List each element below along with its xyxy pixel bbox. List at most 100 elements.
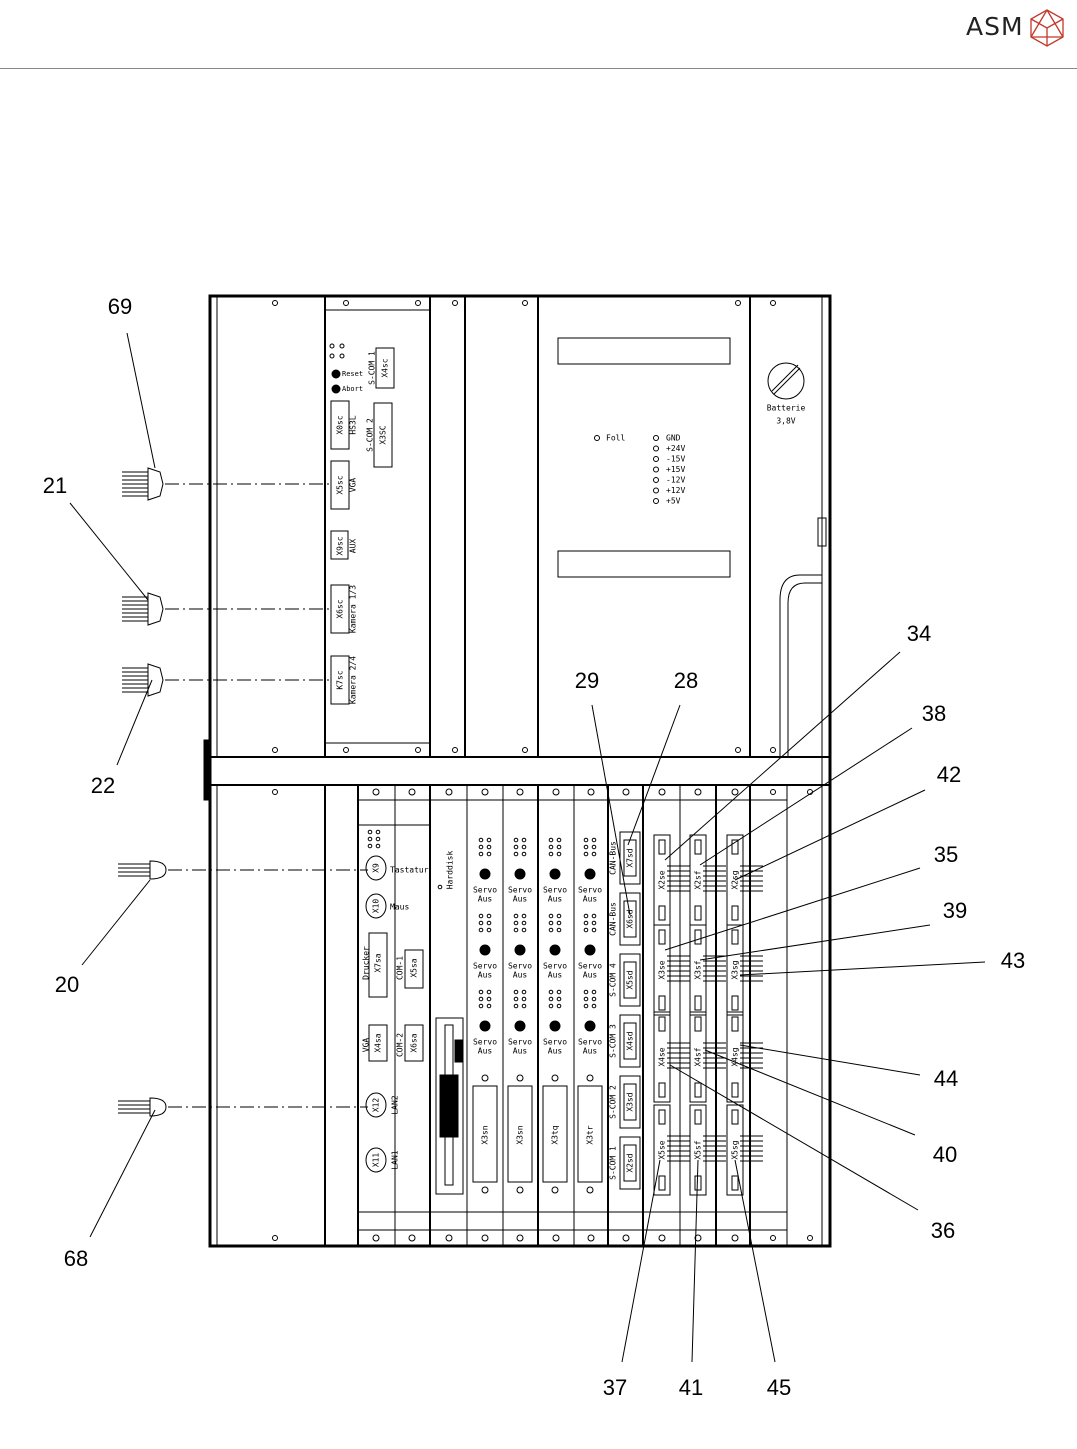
bus-port — [623, 1022, 637, 1060]
callout-number: 43 — [1001, 948, 1025, 973]
bus-label: S-COM 1 — [609, 1146, 618, 1180]
led-icon — [556, 1003, 562, 1009]
led-icon — [339, 343, 345, 349]
led-icon — [375, 843, 381, 849]
screw-icon — [552, 788, 560, 796]
callout-leader — [739, 1044, 921, 1076]
terminal-pin — [694, 905, 702, 921]
led-icon — [478, 996, 484, 1002]
upper-port-label: K7sc — [336, 670, 345, 689]
terminal-port-label: X4sf — [694, 1047, 703, 1066]
lower-port-label: Floppy — [444, 1090, 453, 1119]
lower-port-label: VGA — [362, 1038, 371, 1053]
terminal-pin — [658, 839, 666, 855]
bus-port — [623, 1144, 637, 1182]
led-icon — [486, 927, 492, 933]
lower-port-label: Drucker — [362, 946, 371, 980]
led-icon — [513, 1003, 519, 1009]
lower-port-label: X10 — [372, 899, 381, 914]
callout-leader — [81, 879, 151, 966]
callout-number: 21 — [43, 473, 67, 498]
battery-cover-icon — [767, 362, 805, 400]
round-port — [365, 855, 387, 881]
callout-leader — [734, 789, 926, 881]
screw-icon — [586, 1186, 594, 1194]
servo-connector — [472, 1085, 498, 1183]
screw-icon — [658, 1234, 666, 1242]
terminal-strip — [689, 1104, 707, 1196]
aux-connector — [330, 530, 349, 560]
servo-label: Servo — [578, 886, 602, 895]
led-icon — [367, 836, 373, 842]
upper-port-label: VGA — [349, 478, 358, 493]
screw-icon — [372, 1234, 380, 1242]
led-icon — [486, 851, 492, 857]
servo-label: Aus — [583, 895, 598, 904]
servo-connector-label: X3tq — [551, 1125, 560, 1144]
led-icon — [375, 836, 381, 842]
screw-icon — [452, 300, 458, 306]
screw-icon — [622, 788, 630, 796]
servo-label: Aus — [478, 895, 493, 904]
rail-label: +12V — [666, 486, 685, 495]
led-icon — [478, 927, 484, 933]
led-icon — [486, 996, 492, 1002]
led-icon — [478, 1003, 484, 1009]
callout-number: 28 — [674, 668, 698, 693]
screw-icon — [735, 747, 741, 753]
led-icon — [583, 996, 589, 1002]
led-icon — [591, 1003, 597, 1009]
rail-label: +5V — [666, 497, 681, 506]
servo-label: Aus — [513, 895, 528, 904]
terminal-pin — [658, 1082, 666, 1098]
screw-icon — [481, 1186, 489, 1194]
battery-slot — [773, 367, 801, 395]
led-icon — [556, 844, 562, 850]
led-icon — [591, 996, 597, 1002]
screw-icon — [770, 1235, 776, 1241]
led-icon — [486, 913, 492, 919]
screw-icon — [516, 1234, 524, 1242]
screw-icon — [770, 747, 776, 753]
terminal-pin — [731, 995, 739, 1011]
led-icon — [583, 920, 589, 926]
servo-connector-label: X3tr — [586, 1125, 595, 1144]
servo-label: Servo — [508, 1038, 532, 1047]
sub-d-connector — [330, 584, 350, 634]
upper-port-label: X9sc — [336, 536, 345, 555]
screw-icon — [481, 788, 489, 796]
rail-led-icon — [653, 487, 659, 494]
led-icon — [513, 844, 519, 850]
display-window — [557, 550, 731, 578]
led-icon — [548, 989, 554, 995]
bus-port — [623, 1083, 637, 1121]
terminal-pin — [694, 1175, 702, 1191]
servo-label: Servo — [578, 962, 602, 971]
rail-label: +24V — [666, 444, 685, 453]
bus-label: CAN-Bus — [609, 841, 618, 875]
led-icon — [486, 844, 492, 850]
servo-switch-icon — [479, 1020, 491, 1032]
screw-icon — [415, 747, 421, 753]
terminal-pin — [694, 995, 702, 1011]
terminal-strip — [653, 1104, 671, 1196]
servo-switch-icon — [584, 868, 596, 880]
callout-leader — [621, 1159, 661, 1363]
terminal-port-label: X3sf — [694, 960, 703, 979]
servo-label: Aus — [583, 1047, 598, 1056]
terminal-strip — [689, 924, 707, 1016]
servo-label: Servo — [543, 962, 567, 971]
led-icon — [591, 913, 597, 919]
sub-d-connector — [373, 402, 393, 468]
fail-led-icon — [594, 435, 600, 441]
led-icon — [591, 989, 597, 995]
terminal-pin — [694, 1016, 702, 1032]
lower-port-label: X12 — [372, 1098, 381, 1113]
terminal-strip — [653, 1011, 671, 1103]
screw-icon — [516, 788, 524, 796]
led-icon — [591, 837, 597, 843]
led-icon — [591, 927, 597, 933]
terminal-pin — [694, 929, 702, 945]
callout-leader — [739, 961, 986, 976]
